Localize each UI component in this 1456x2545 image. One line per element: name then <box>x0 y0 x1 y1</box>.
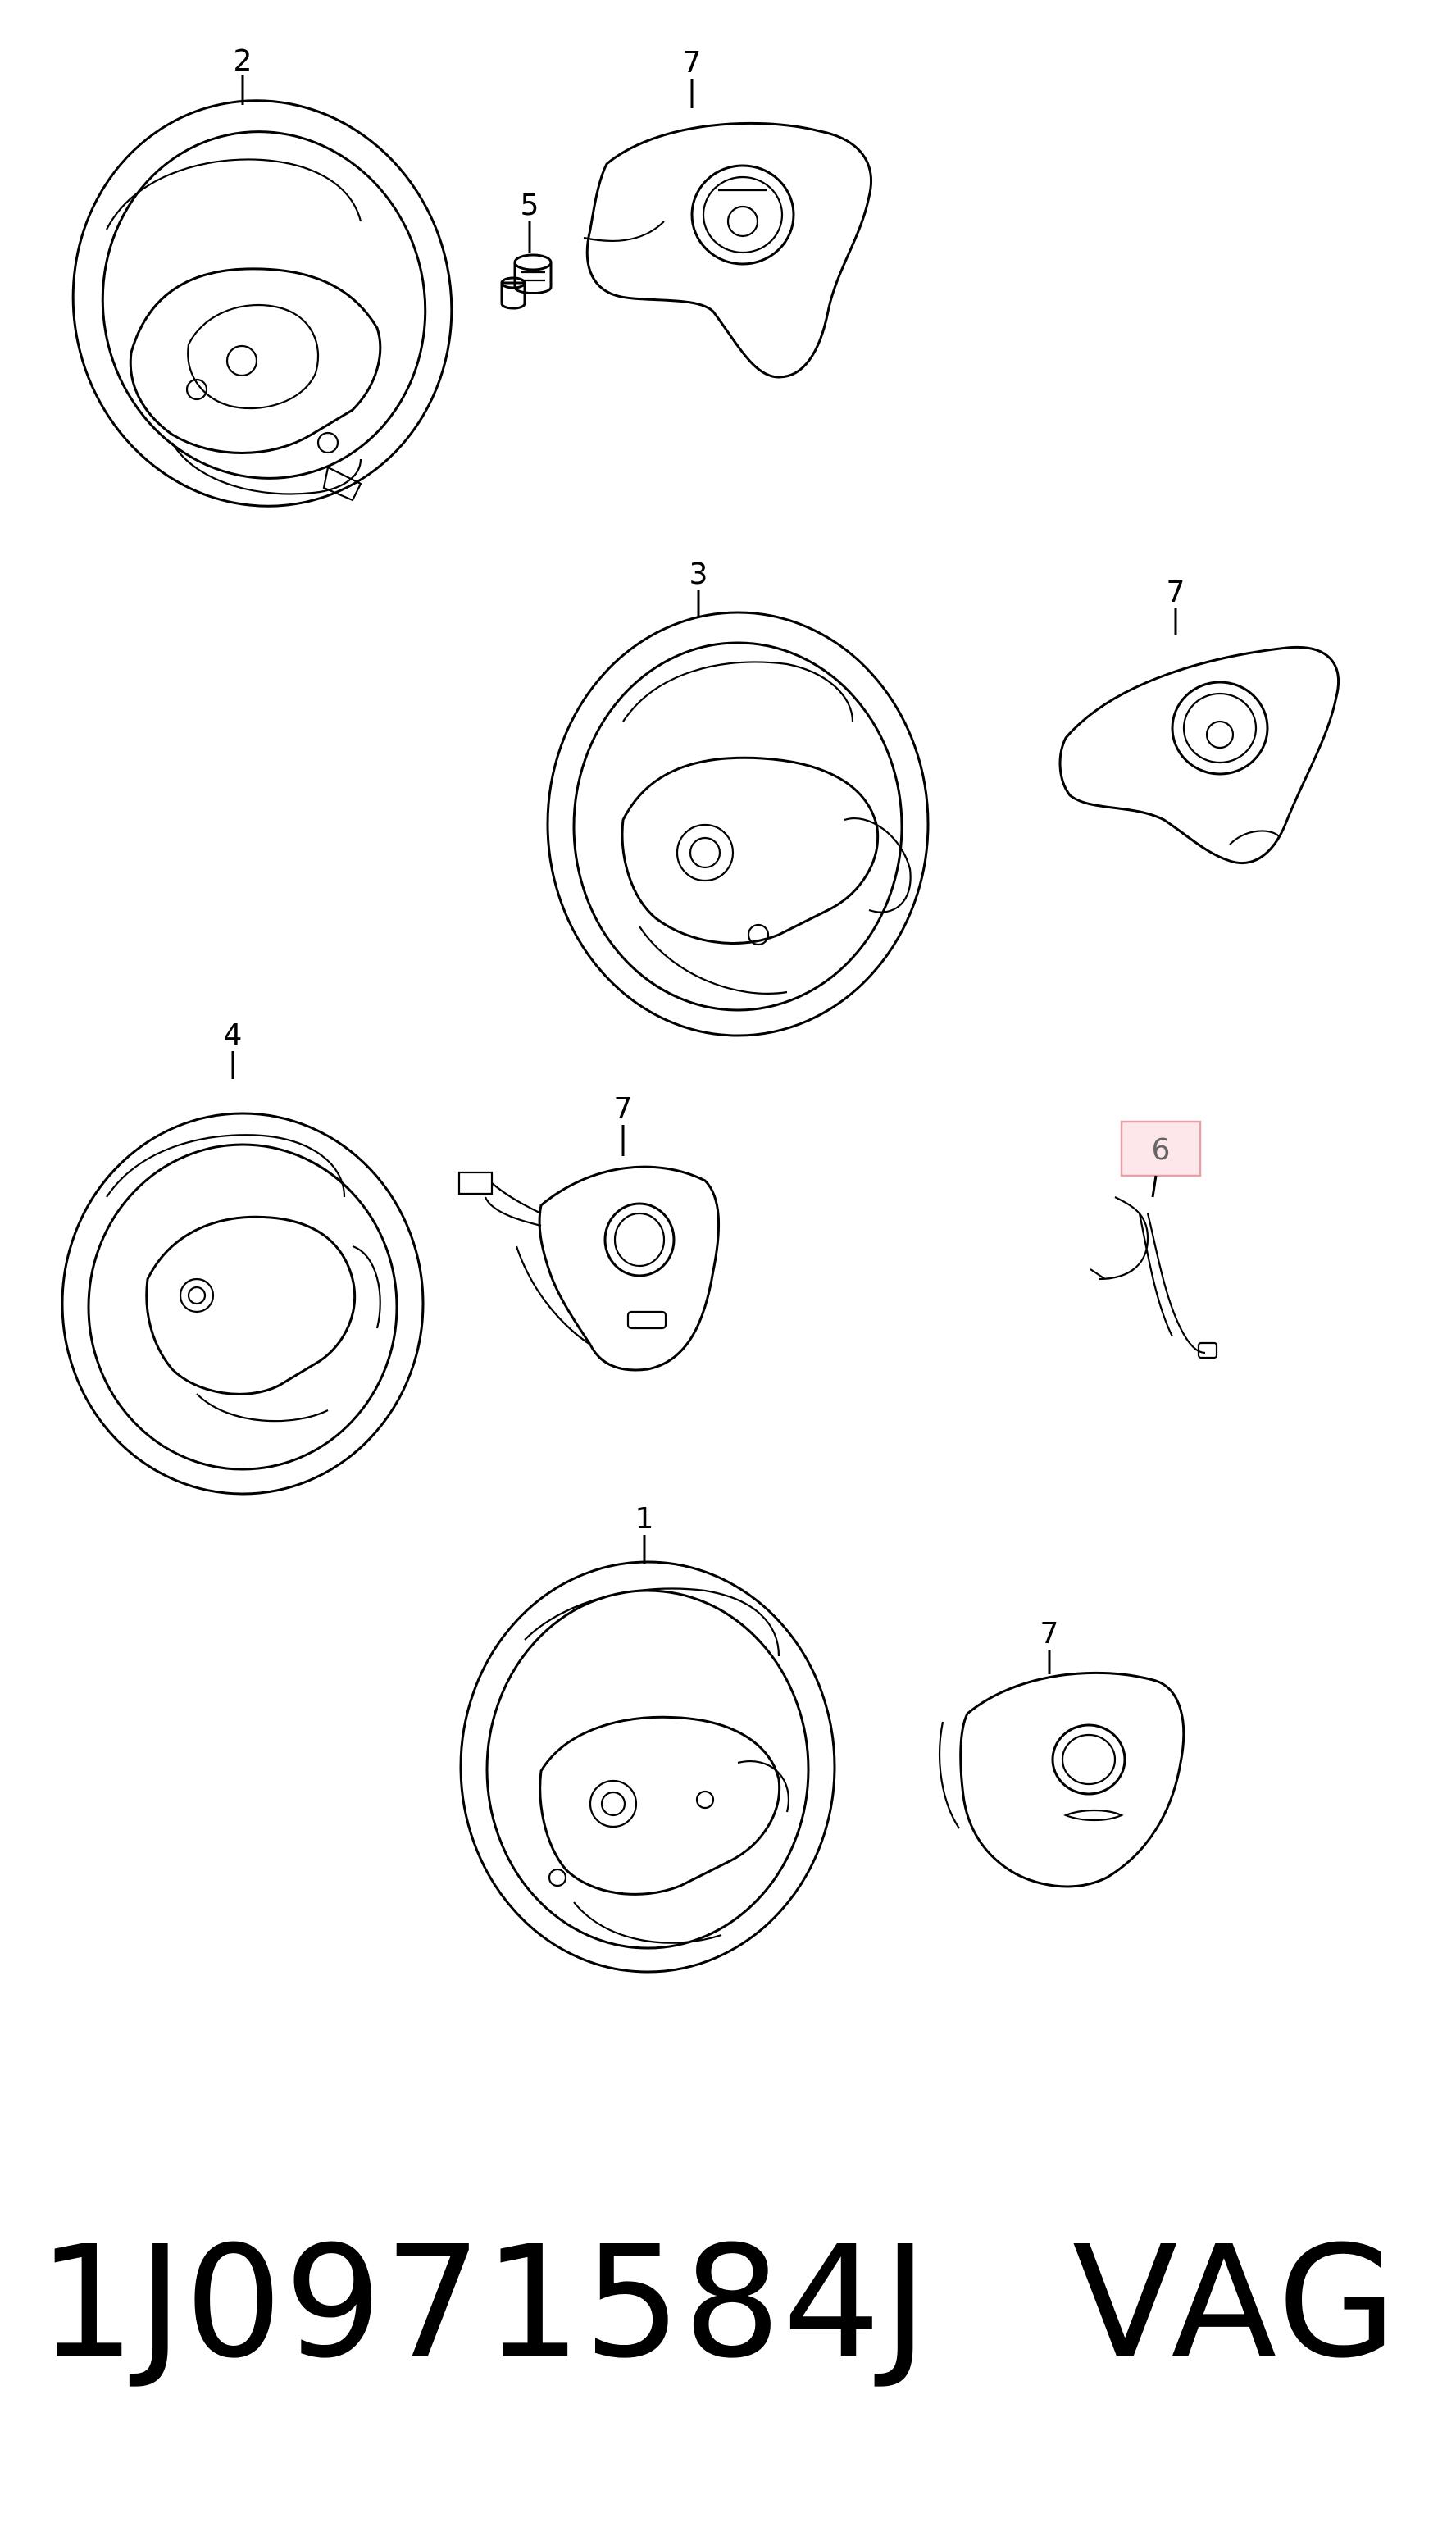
callout-6: 6 <box>1152 1133 1171 1167</box>
steering-wheel-1 <box>459 1560 836 1974</box>
callout-2: 2 <box>234 44 253 78</box>
callout-1: 1 <box>635 1502 654 1536</box>
callout-6-highlight-box <box>1120 1120 1202 1177</box>
airbag-module-third <box>457 1165 720 1372</box>
callout-5: 5 <box>521 189 539 222</box>
steering-wheel-2 <box>71 99 453 508</box>
part-number: 1J0971584J <box>38 2213 930 2392</box>
callout-7-second: 7 <box>1167 576 1185 609</box>
airbag-module-top <box>583 121 872 379</box>
callout-7-top: 7 <box>683 46 702 80</box>
steering-wheel-3 <box>546 611 930 1037</box>
airbag-module-second <box>1058 645 1340 865</box>
screw-5 <box>500 253 553 310</box>
callout-7-bottom: 7 <box>1040 1617 1059 1650</box>
callout-4: 4 <box>224 1018 243 1052</box>
steering-wheel-4 <box>61 1112 425 1496</box>
airbag-module-bottom <box>938 1671 1185 1888</box>
parts-exploded-diagram: 2 5 7 3 7 <box>61 44 1340 1974</box>
wiring-harness-6 <box>1090 1196 1218 1359</box>
callout-7-third: 7 <box>614 1092 633 1126</box>
brand-label: VAG <box>1072 2213 1400 2392</box>
callout-3: 3 <box>689 558 708 591</box>
